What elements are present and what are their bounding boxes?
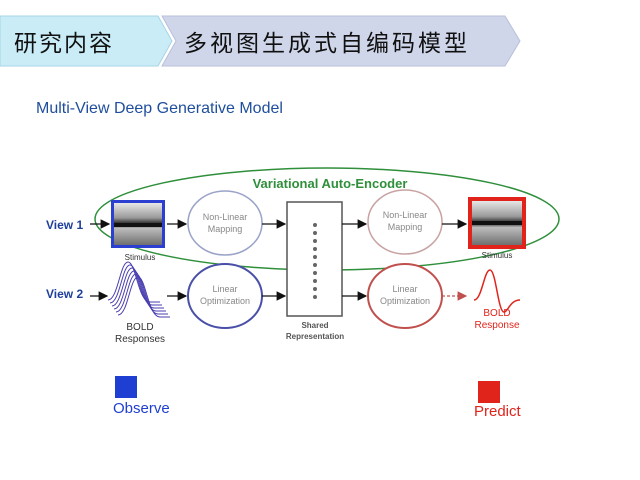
shared-label-line1: Shared — [301, 321, 328, 330]
shared-label-line2: Representation — [286, 332, 344, 341]
slide-subtitle: Multi-View Deep Generative Model — [36, 100, 283, 117]
nonlinear-left-line1: Non-Linear — [203, 212, 248, 222]
bold-right-label-line1: BOLD — [483, 308, 510, 319]
bold-left-label-line1: BOLD — [126, 322, 153, 333]
linear-left-line2: Optimization — [200, 296, 250, 306]
observe-label: Observe — [113, 400, 170, 417]
tab-right-shape — [161, 15, 521, 67]
nonlinear-mapping-left-node — [187, 190, 263, 256]
stimulus-right-label: Stimulus — [482, 251, 513, 260]
nonlinear-right-line1: Non-Linear — [383, 210, 428, 220]
bold-response-waveform — [473, 269, 521, 313]
nonlinear-left-line2: Mapping — [208, 224, 243, 234]
linear-right-line2: Optimization — [380, 296, 430, 306]
tab-topic-title: 多视图生成式自编码模型 — [184, 31, 470, 57]
tab-left-shape — [0, 15, 173, 67]
header-shapes — [0, 15, 521, 67]
observe-swatch — [115, 376, 137, 398]
stimulus-image-right — [468, 197, 526, 249]
linear-left-line1: Linear — [212, 284, 237, 294]
bold-responses-waveform — [107, 261, 170, 318]
nonlinear-right-line2: Mapping — [388, 222, 423, 232]
stimulus-left-label: Stimulus — [125, 253, 156, 262]
view1-label: View 1 — [46, 218, 83, 232]
bold-left-label-line2: Responses — [115, 334, 165, 345]
predict-swatch — [478, 381, 500, 403]
nonlinear-mapping-right-node — [367, 189, 443, 255]
view2-label: View 2 — [46, 287, 83, 301]
header-banner: 研究内容 多视图生成式自编码模型 — [0, 14, 640, 68]
vae-label: Variational Auto-Encoder — [253, 176, 408, 191]
bold-right-label-line2: Response — [474, 320, 519, 331]
predict-label: Predict — [474, 403, 522, 420]
linear-right-line1: Linear — [392, 284, 417, 294]
stimulus-image-left — [111, 200, 165, 248]
latent-dots — [313, 223, 317, 299]
tab-section-title: 研究内容 — [14, 31, 114, 57]
